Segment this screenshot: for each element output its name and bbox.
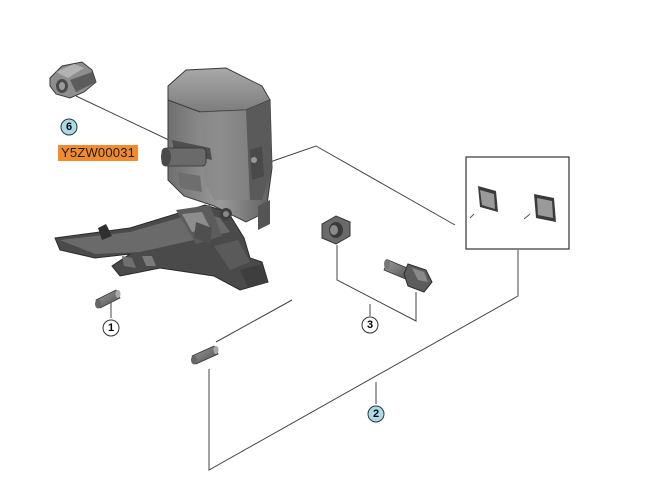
callout-1-label: 1 [108, 322, 114, 334]
callout-2-label: 2 [373, 408, 379, 420]
callout-1[interactable]: 1 [102, 319, 120, 337]
callout-6[interactable]: 6 [60, 118, 78, 136]
part-code-label[interactable]: Y5ZW00031 [58, 145, 139, 161]
pin-part-2 [191, 345, 219, 365]
pad-right [534, 194, 556, 222]
callout-2[interactable]: 2 [367, 405, 385, 423]
leader-line-holder [215, 299, 293, 343]
leader-line-pad [269, 145, 456, 226]
clip-part-6 [49, 61, 97, 99]
brake-pad-inset [465, 156, 570, 250]
leader-line-2-bracket [208, 250, 519, 471]
pin-part-1 [95, 289, 121, 309]
callout-3-label: 3 [367, 319, 373, 331]
front-derailleur-body [54, 67, 273, 291]
leader-line-3-bracket [336, 245, 417, 322]
pad-left [478, 186, 498, 212]
bolt-part-3 [383, 259, 433, 293]
callout-6-label: 6 [66, 121, 72, 133]
washer-part-3 [321, 215, 351, 245]
callout-3[interactable]: 3 [361, 316, 379, 334]
leader-lines [75, 95, 519, 471]
